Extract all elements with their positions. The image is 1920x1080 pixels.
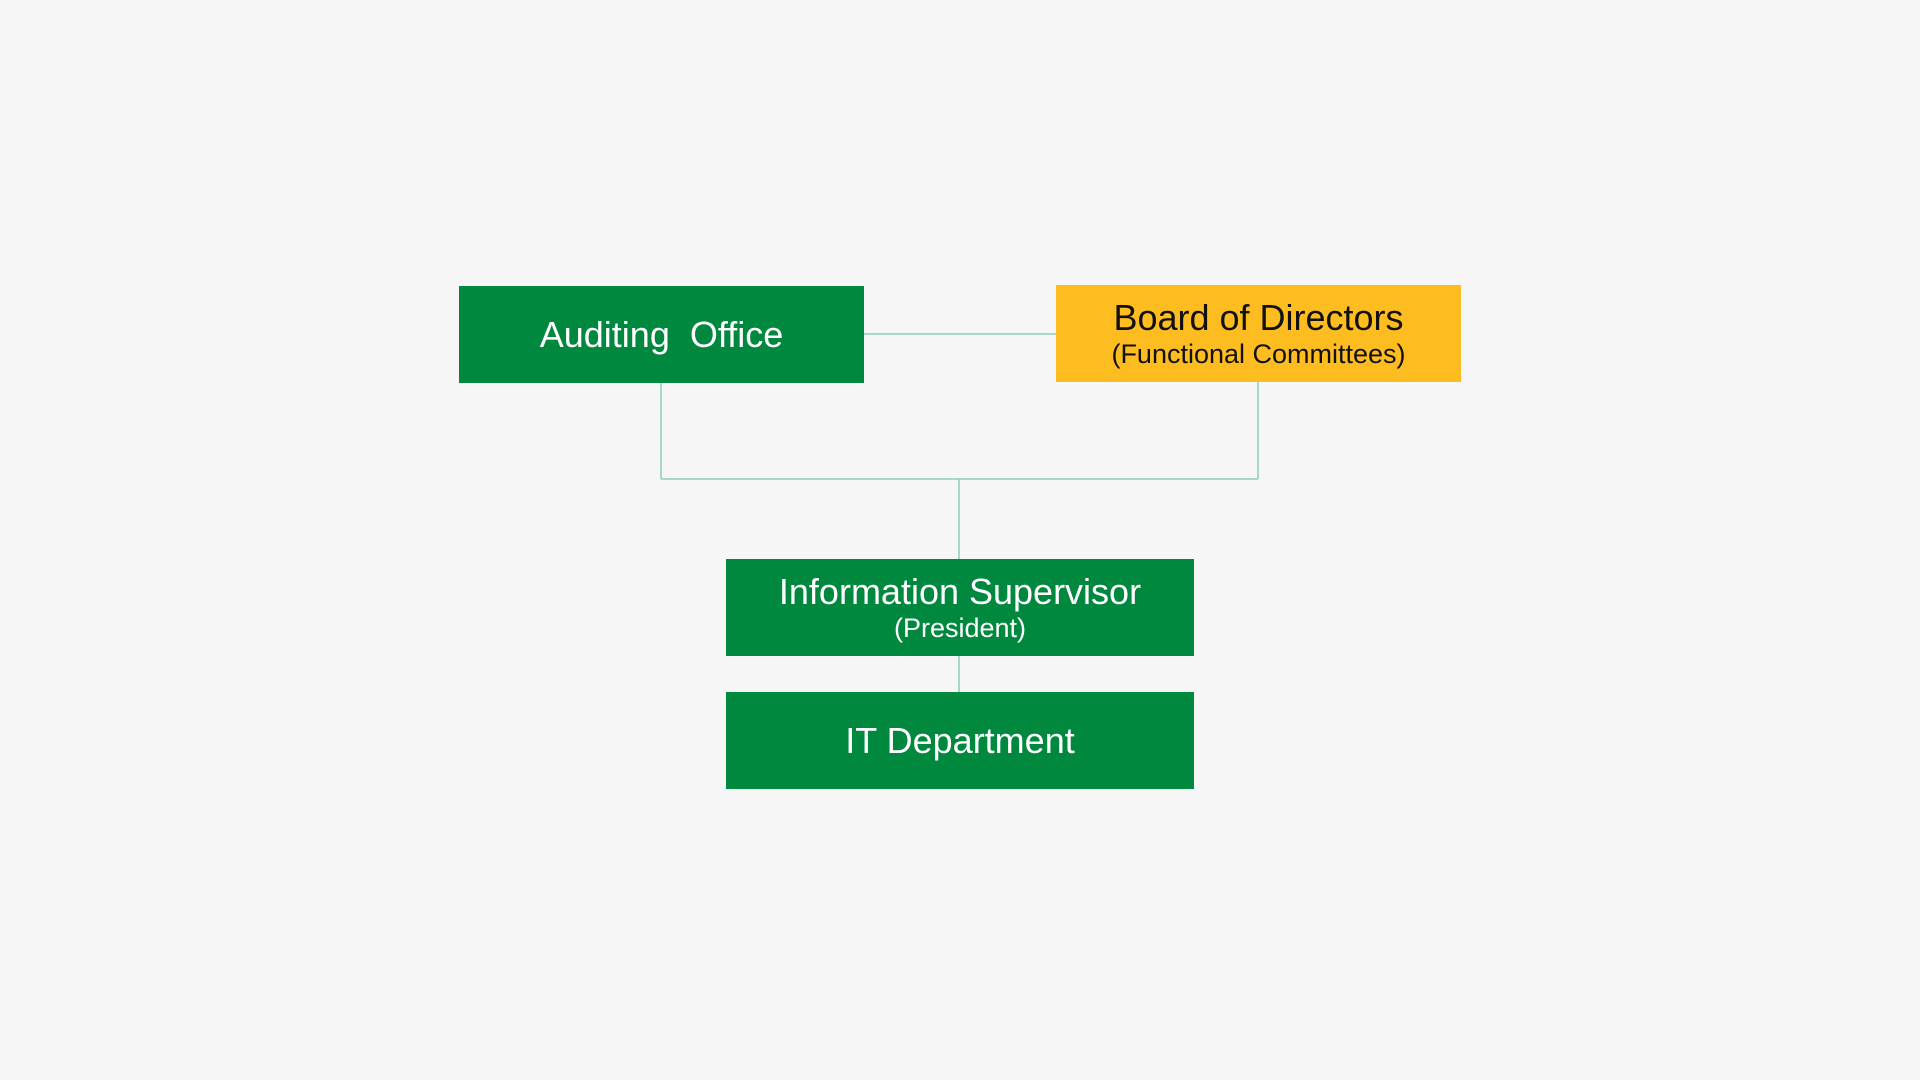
it-department-title: IT Department (845, 719, 1075, 761)
board-of-directors-box: Board of Directors (Functional Committee… (1056, 285, 1461, 382)
information-supervisor-box: Information Supervisor (President) (726, 559, 1194, 656)
board-of-directors-title: Board of Directors (1113, 296, 1404, 338)
auditing-office-title: Auditing Office (539, 313, 784, 355)
information-supervisor-subtitle: (President) (893, 613, 1027, 643)
board-of-directors-subtitle: (Functional Committees) (1111, 339, 1406, 369)
auditing-office-box: Auditing Office (459, 286, 864, 383)
information-supervisor-title: Information Supervisor (778, 570, 1142, 612)
it-department-box: IT Department (726, 692, 1194, 789)
